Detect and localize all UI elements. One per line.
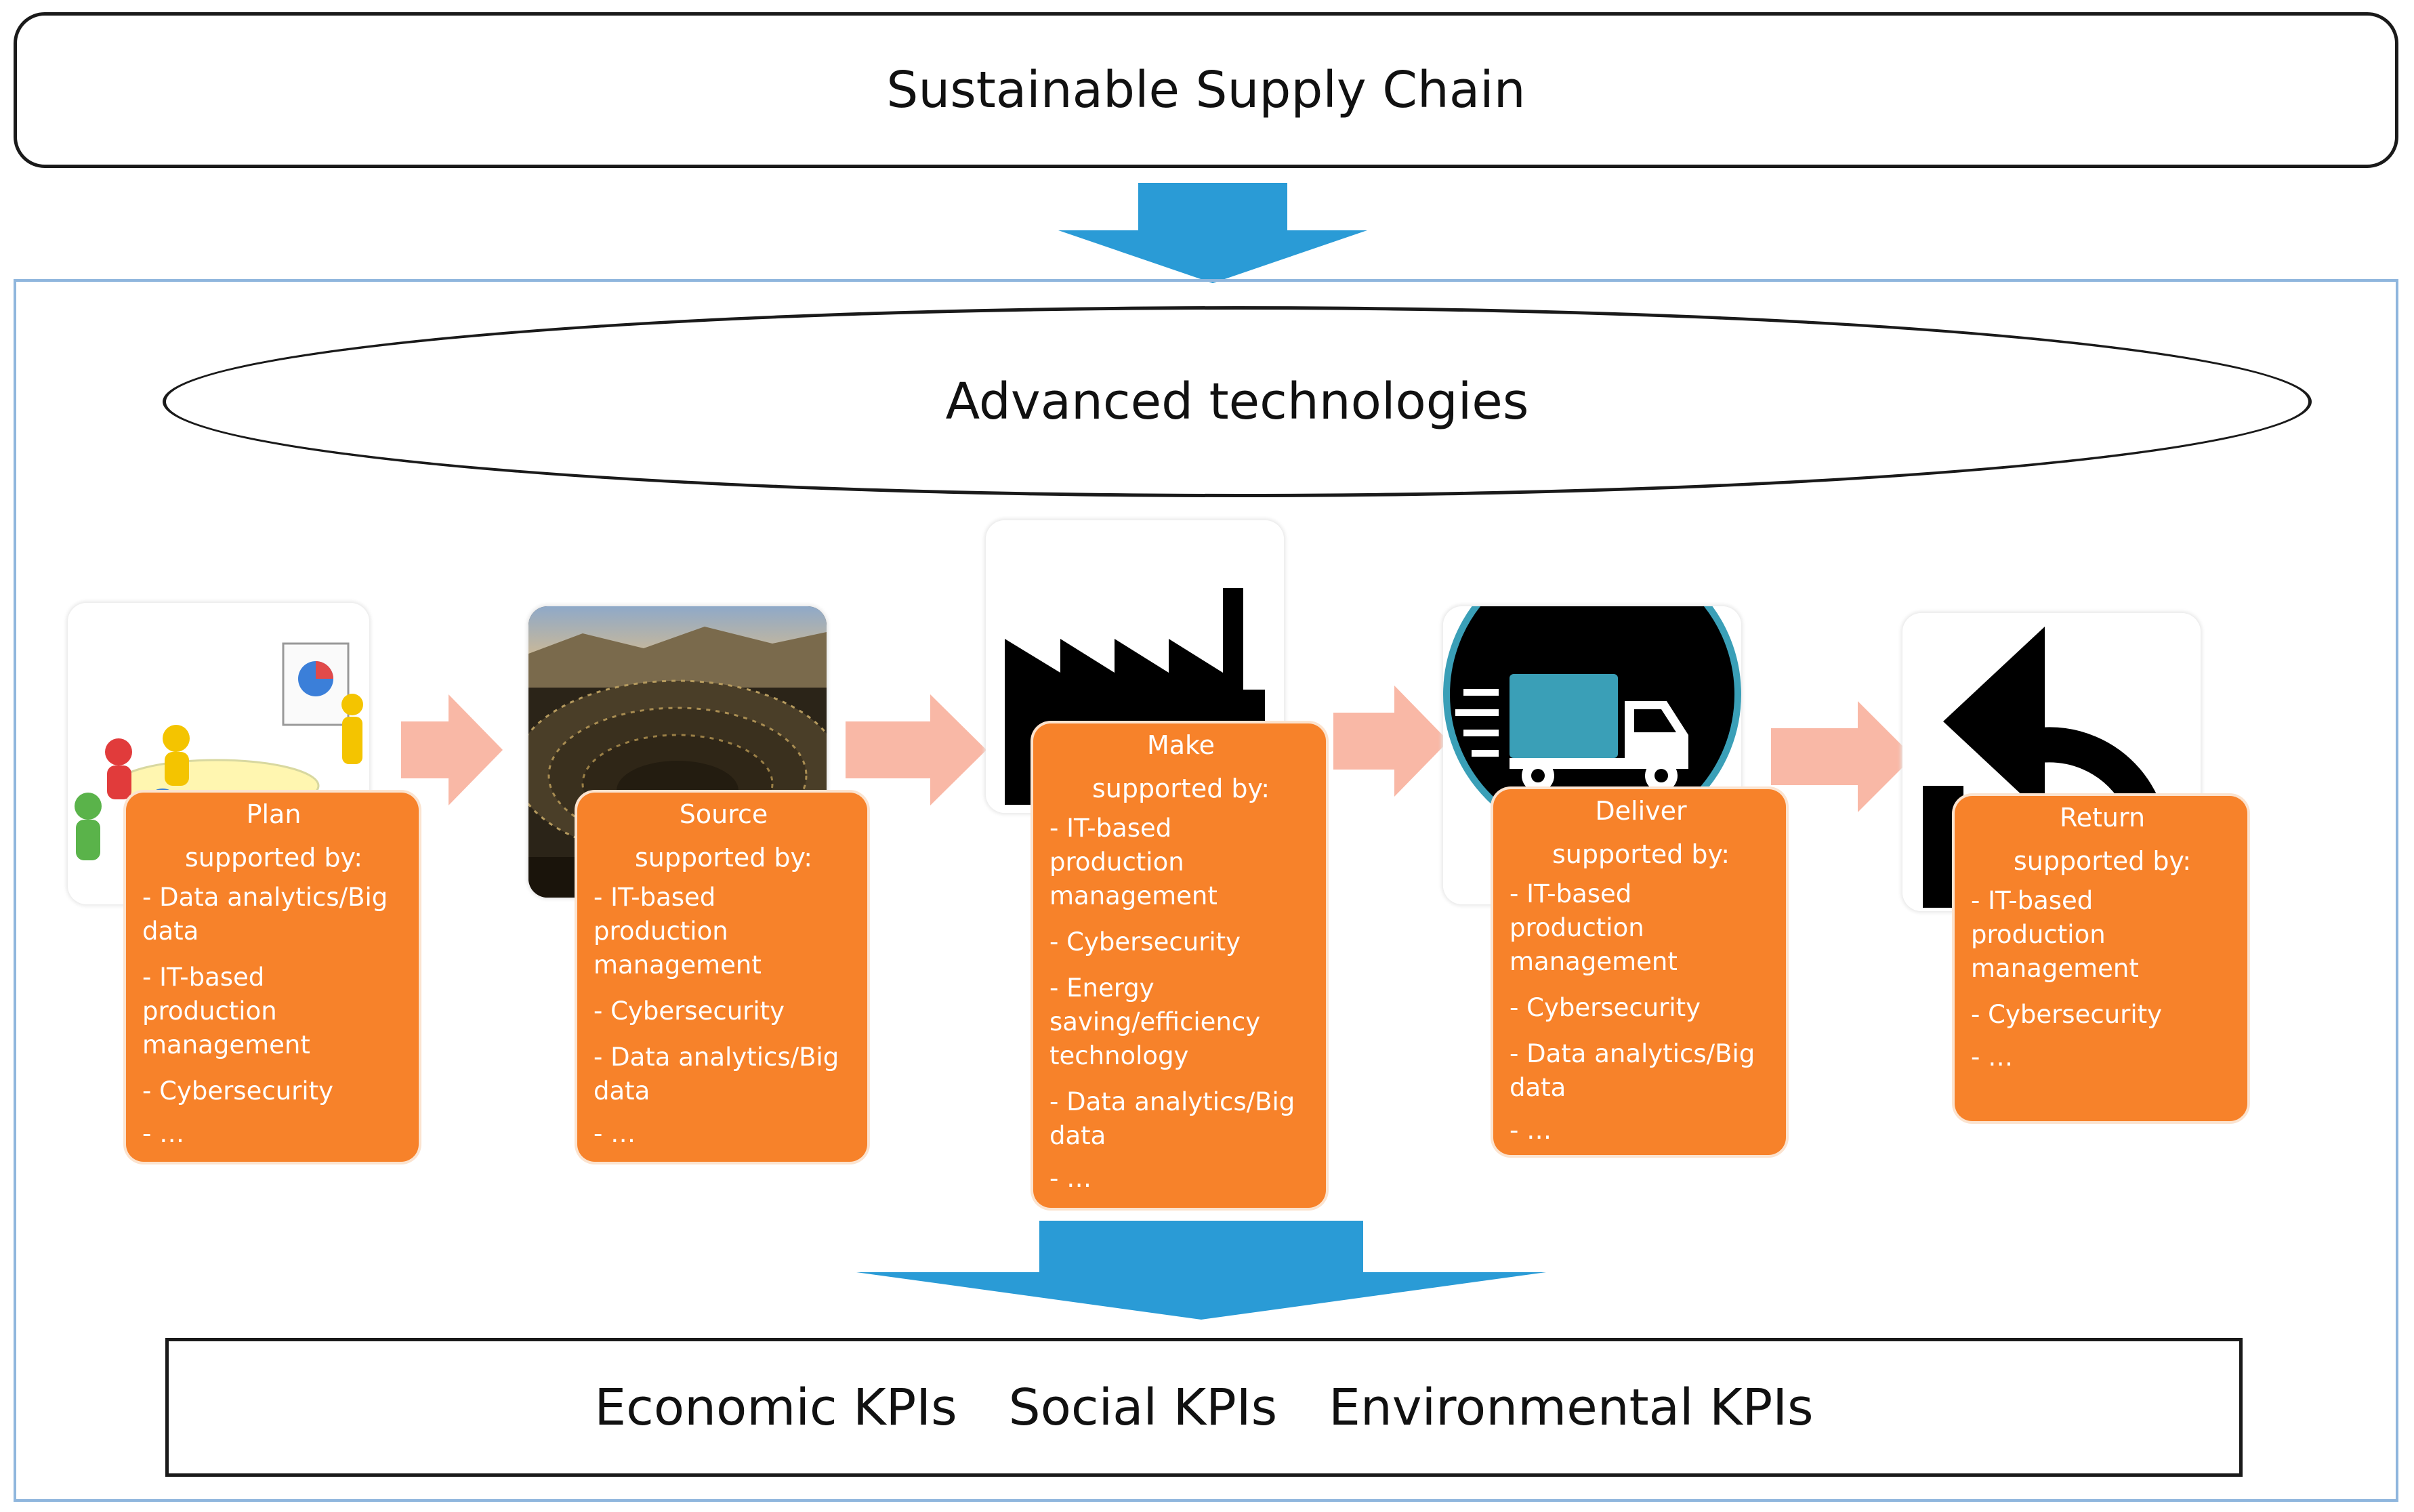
- kpi-environmental: Environmental KPIs: [1329, 1378, 1814, 1437]
- return-arrow-icon: [1902, 613, 2201, 911]
- card-plan-more: - …: [142, 1119, 185, 1148]
- card-source-item: - IT-based production management: [594, 883, 762, 980]
- supply-chain-title: Sustainable Supply Chain: [886, 61, 1526, 119]
- flow-arrow-make-deliver: [1333, 686, 1449, 797]
- card-deliver-item: - Data analytics/Big data: [1510, 1039, 1755, 1102]
- supply-chain-title-box: Sustainable Supply Chain: [14, 12, 2398, 168]
- kpi-box: Economic KPIs Social KPIs Environmental …: [165, 1338, 2243, 1477]
- card-source-item: - Data analytics/Big data: [594, 1043, 839, 1106]
- card-plan: Plan supported by: - Data analytics/Big …: [126, 793, 419, 1162]
- card-return-more: - …: [1971, 1043, 2014, 1072]
- delivery-truck-icon: [1443, 606, 1741, 904]
- card-source-more: - …: [594, 1119, 636, 1148]
- card-make-supported: supported by:: [1091, 774, 1270, 803]
- card-make-item: - Energy saving/efficiency technology: [1049, 973, 1261, 1070]
- card-deliver-more: - …: [1510, 1116, 1552, 1145]
- kpi-economic: Economic KPIs: [594, 1378, 957, 1437]
- card-return-item: - IT-based production management: [1971, 886, 2139, 983]
- card-deliver-title: Deliver: [1595, 796, 1687, 826]
- card-make-item: - IT-based production management: [1049, 814, 1218, 910]
- card-source-supported: supported by:: [634, 843, 813, 873]
- card-deliver: Deliver supported by: - IT-based product…: [1493, 789, 1786, 1155]
- return-image: [1902, 613, 2201, 911]
- card-make-item: - Data analytics/Big data: [1049, 1087, 1295, 1150]
- card-make-title: Make: [1146, 730, 1215, 760]
- card-plan-title: Plan: [246, 799, 301, 829]
- kpi-social: Social KPIs: [1008, 1378, 1278, 1437]
- card-make: Make supported by: - IT-based production…: [1033, 723, 1326, 1208]
- down-arrow-bottom: [856, 1221, 1546, 1320]
- card-plan-item: - IT-based production management: [142, 963, 310, 1059]
- card-source: Source supported by: - IT-based producti…: [577, 793, 867, 1162]
- card-return-item: - Cybersecurity: [1971, 1000, 2163, 1029]
- card-return: Return supported by: - IT-based producti…: [1955, 796, 2247, 1121]
- flow-arrow-deliver-return: [1771, 701, 1913, 812]
- card-make-more: - …: [1049, 1164, 1092, 1193]
- card-plan-item: - Data analytics/Big data: [142, 883, 388, 946]
- advanced-technologies-label: Advanced technologies: [945, 373, 1529, 431]
- card-plan-supported: supported by:: [184, 843, 363, 873]
- flow-arrow-source-make: [846, 694, 986, 805]
- card-source-item: - Cybersecurity: [594, 996, 785, 1026]
- card-return-title: Return: [2059, 803, 2146, 833]
- card-deliver-item: - Cybersecurity: [1510, 993, 1701, 1022]
- flow-arrow-plan-source: [401, 694, 503, 805]
- card-return-supported: supported by:: [2013, 846, 2192, 876]
- card-plan-item: - Cybersecurity: [142, 1076, 334, 1106]
- card-deliver-supported: supported by:: [1552, 839, 1730, 869]
- advanced-technologies-ellipse: Advanced technologies: [163, 306, 2312, 497]
- card-source-title: Source: [679, 799, 768, 829]
- down-arrow-top: [1058, 183, 1367, 283]
- card-make-item: - Cybersecurity: [1049, 927, 1241, 957]
- card-deliver-item: - IT-based production management: [1510, 879, 1678, 976]
- advanced-technologies-frame: [14, 279, 2398, 1502]
